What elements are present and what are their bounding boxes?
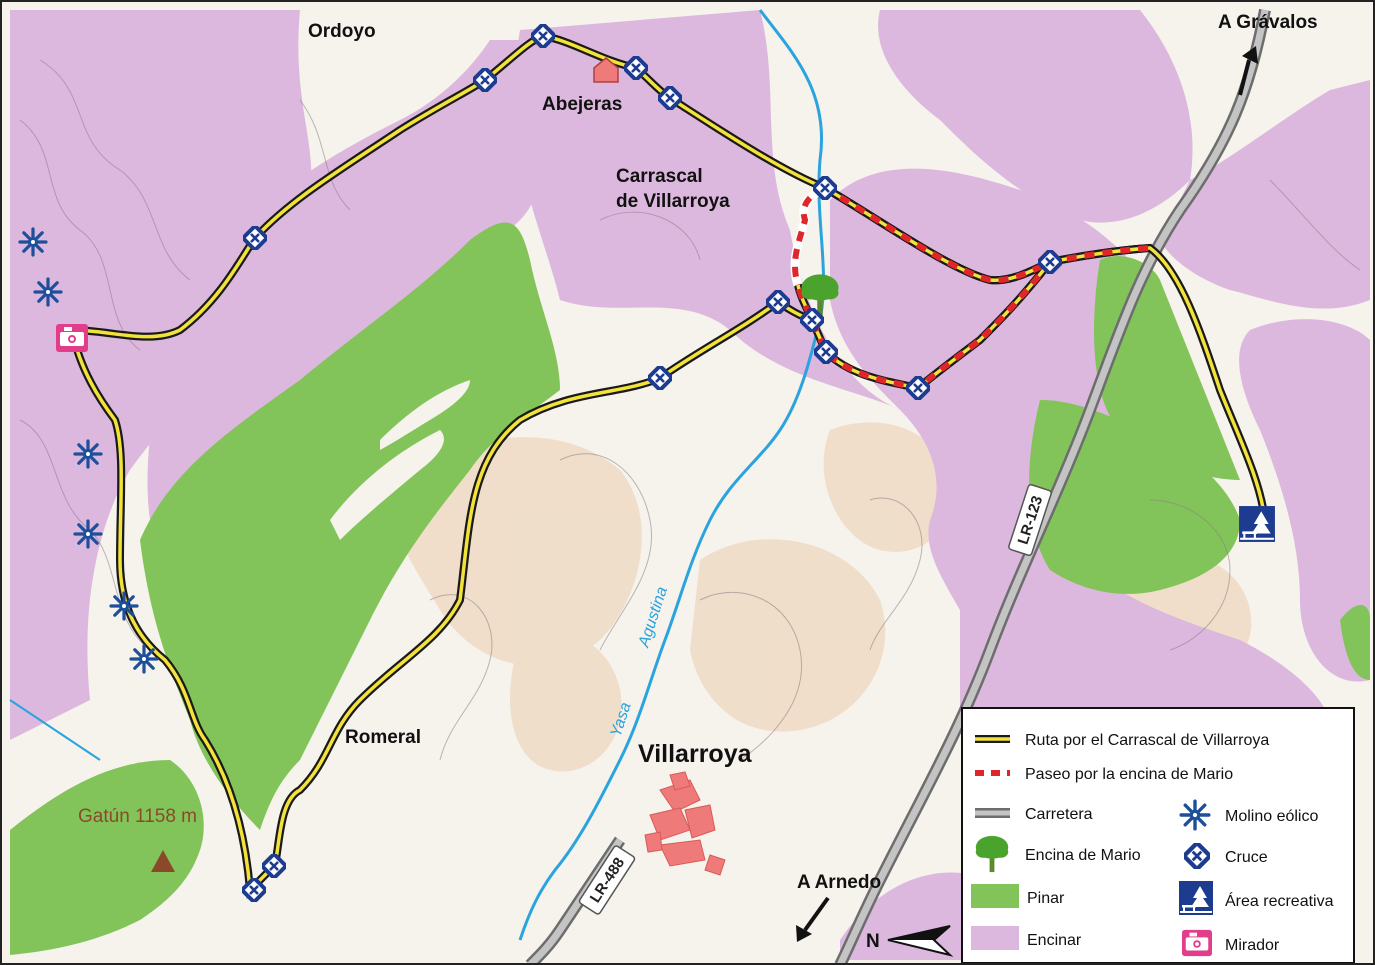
legend-label: Ruta por el Carrascal de Villarroya [1025,732,1269,749]
legend: Ruta por el Carrascal de Villarroya Pase… [961,707,1355,964]
house-icon [593,57,619,83]
legend-item-pinar: Pinar [971,884,1065,908]
label-carrascal-1: Carrascal [616,166,703,187]
molino-icon [109,591,139,621]
compass-label: N [866,931,880,952]
legend-label: Paseo por la encina de Mario [1025,766,1233,783]
label-a-arnedo: A Arnedo [797,872,881,893]
molino-icon [73,519,103,549]
legend-label: Mirador [1225,937,1280,954]
label-ordoyo: Ordoyo [308,21,376,42]
legend-item-molino: Molino eólico [1179,799,1318,831]
legend-item-encinar: Encinar [971,926,1082,950]
mirador-icon [1182,929,1212,957]
river-yasa-agustina [9,9,825,941]
peak-triangle-icon [151,850,175,872]
area-recreativa-icon [1179,881,1213,915]
molino-icon [1179,799,1211,831]
label-carrascal-2: de Villarroya [616,191,730,212]
village-villarroya [644,771,726,876]
legend-item-mirador: Mirador [1182,929,1280,957]
molino-icon [18,227,48,257]
legend-item-paseo: Paseo por la encina de Mario [975,766,1233,783]
legend-item-carretera: Carretera [975,806,1093,823]
legend-label: Encinar [1027,932,1082,949]
area-recreativa-icon [1239,506,1275,542]
molino-icon [129,644,159,674]
label-villarroya: Villarroya [638,740,753,768]
legend-item-area: Área recreativa [1179,881,1334,915]
legend-label: Pinar [1027,890,1065,907]
label-gatun: Gatún 1158 m [78,806,197,827]
clearings [330,380,470,540]
arrow-arnedo-icon [796,896,830,942]
legend-label: Molino eólico [1225,808,1318,825]
label-a-gravalos: A Grávalos [1218,12,1318,33]
legend-label: Área recreativa [1225,891,1334,910]
legend-label: Cruce [1225,849,1268,866]
encinar-areas [10,10,1370,960]
molino-icon [33,277,63,307]
label-romeral: Romeral [345,727,421,748]
mirador-icon [56,324,88,352]
molino-icon [73,439,103,469]
legend-label: Encina de Mario [1025,847,1141,864]
legend-item-encina: Encina de Mario [975,835,1141,873]
arrow-gravalos-icon [1238,46,1258,96]
label-abejeras: Abejeras [542,94,622,115]
legend-label: Carretera [1025,806,1093,823]
legend-item-ruta: Ruta por el Carrascal de Villarroya [975,732,1269,749]
legend-item-cruce: Cruce [1184,843,1268,869]
compass: N [866,925,954,957]
